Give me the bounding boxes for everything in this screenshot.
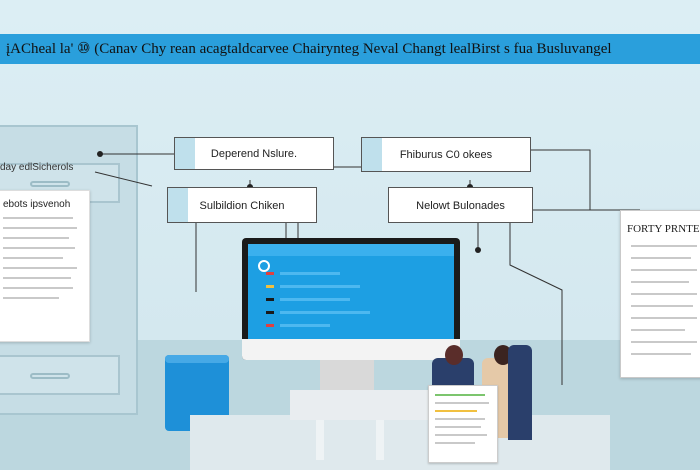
pinned-document-title: FORTY PRNTES bbox=[627, 223, 700, 235]
flow-box-4-label: Nelowt Bulonades bbox=[416, 200, 505, 212]
header-banner: įACheal la' ⑩ (Canav Chy rean acagtaldca… bbox=[0, 34, 700, 64]
cabinet-document-title: ebots ipsvenoh bbox=[3, 199, 71, 210]
monitor-stand bbox=[320, 360, 374, 390]
computer-monitor bbox=[242, 238, 460, 360]
desk-leg bbox=[376, 420, 384, 460]
record-icon bbox=[258, 260, 270, 272]
person-figure bbox=[508, 345, 532, 440]
flow-box-1-label: Deperend Nslure. bbox=[210, 148, 298, 160]
flow-box-1: Deperend Nslure. bbox=[174, 137, 334, 170]
pinned-document: FORTY PRNTES bbox=[620, 210, 700, 378]
flow-box-3-label: Sulbildion Chiken bbox=[199, 200, 285, 212]
cabinet-drawer bbox=[0, 355, 120, 395]
cabinet-document: ebots ipsvenoh bbox=[0, 190, 90, 342]
flow-box-2: Fhiburus C0 okees bbox=[361, 137, 531, 172]
cabinet-label: day edlSicherols bbox=[0, 162, 74, 173]
person-head bbox=[445, 345, 463, 365]
person-head bbox=[494, 345, 512, 365]
monitor-screen bbox=[248, 244, 454, 339]
flow-box-3: Sulbildion Chiken bbox=[167, 187, 317, 223]
flow-box-4: Nelowt Bulonades bbox=[388, 187, 533, 223]
desk-surface bbox=[190, 415, 610, 470]
desk-papers bbox=[428, 385, 498, 463]
desk-top bbox=[290, 390, 440, 420]
desk-leg bbox=[316, 420, 324, 460]
flow-box-2-label: Fhiburus C0 okees bbox=[399, 149, 493, 161]
